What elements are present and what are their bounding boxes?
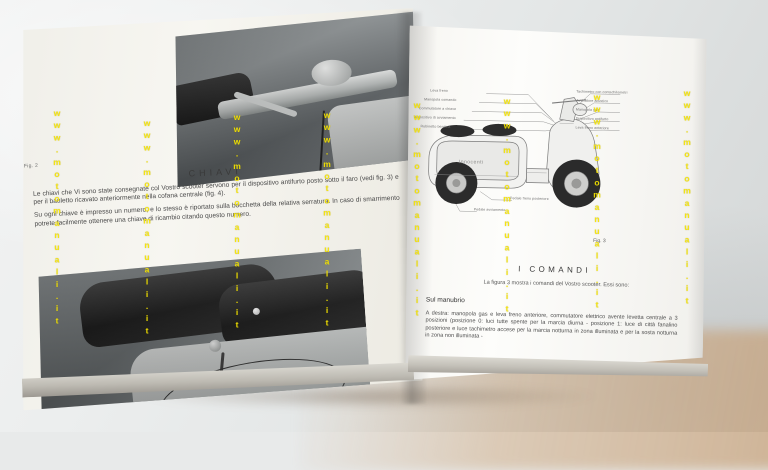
comandi-lead-text: La figura 3 mostra i comandi del Vostro … bbox=[483, 279, 630, 289]
callout-left-1: Manopola comando bbox=[424, 97, 457, 103]
a-destra-paragraph: A destra: manopola gas e leva freno ante… bbox=[425, 310, 678, 340]
callout-left-2: Commutatore a chiave bbox=[418, 106, 457, 112]
callout-right-1: Avvisatore acustico bbox=[576, 98, 609, 104]
left-figure-label: Fig. 2 bbox=[23, 162, 39, 170]
callout-left-0: Leva freno bbox=[430, 88, 448, 93]
comandi-heading: I COMANDI bbox=[518, 264, 592, 275]
svg-text:Innocenti: Innocenti bbox=[459, 159, 484, 166]
open-booklet: Fig. 2 CHIAVI Le chiavi che Vi sono stat… bbox=[0, 0, 768, 432]
figure-3-label: Fig. 3 bbox=[593, 237, 606, 245]
photo-seat-and-lock bbox=[32, 249, 372, 423]
sul-manubrio-subheading: Sul manubrio bbox=[425, 296, 465, 305]
callout-right-3: Dispositivo antifurto bbox=[575, 116, 609, 122]
photo-shading bbox=[32, 249, 372, 423]
callout-right-4: Leva freno anteriore bbox=[575, 125, 609, 131]
left-page: Fig. 2 CHIAVI Le chiavi che Vi sono stat… bbox=[13, 8, 423, 410]
callout-bottom-0: Pedale freno posteriore bbox=[510, 196, 549, 201]
callout-right-2: Manopola gas bbox=[575, 107, 600, 113]
callout-left-4: Rubinetto benzina bbox=[420, 124, 451, 129]
callout-left-3: Dispositivo di avviamento bbox=[413, 115, 456, 121]
callout-bottom-1: Pedale avviamento bbox=[473, 207, 506, 213]
figure-3-scooter-drawing: Innocenti bbox=[422, 70, 665, 223]
right-page: Innocenti Leva freno Manopola comando Co… bbox=[402, 22, 709, 386]
page-edge-shading bbox=[686, 28, 709, 386]
